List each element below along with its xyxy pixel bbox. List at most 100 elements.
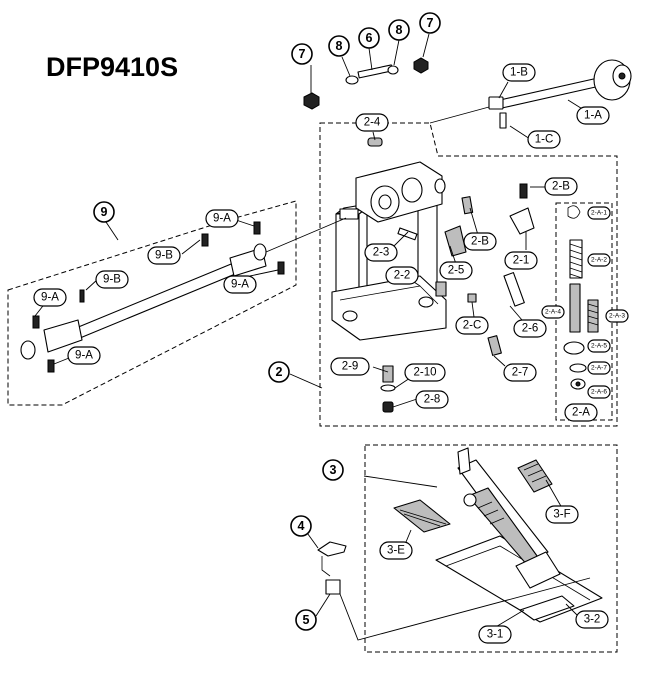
svg-text:2-3: 2-3: [373, 247, 390, 259]
svg-text:3-2: 3-2: [584, 614, 601, 626]
svg-text:9-B: 9-B: [155, 250, 173, 262]
callout-2-a: 2-A: [564, 403, 598, 422]
svg-text:9-B: 9-B: [103, 274, 121, 286]
callouts: 7 8 6 8 7 1-B 1-C 1-A 2-4 2-B 2-B 2-3 2-…: [33, 12, 610, 644]
svg-text:7: 7: [427, 16, 434, 30]
subpart-labels: 2-A-1 2-A-2 2-A-4 2-A-3 2-A-5 2-A-7 2-A-…: [541, 206, 629, 399]
svg-text:2-A-5: 2-A-5: [591, 343, 607, 350]
svg-text:2-B: 2-B: [552, 181, 570, 193]
callout-2-3: 2-3: [364, 243, 398, 262]
svg-text:2-1: 2-1: [513, 255, 530, 267]
model-title: DFP9410S: [46, 52, 178, 82]
svg-text:9-A: 9-A: [75, 350, 93, 362]
callout-9-a-left: 9-A: [33, 288, 67, 307]
svg-text:9-A: 9-A: [213, 213, 231, 225]
svg-text:1-A: 1-A: [584, 110, 602, 122]
callout-2-4: 2-4: [355, 113, 389, 132]
svg-text:8: 8: [396, 23, 403, 37]
callout-3-e: 3-E: [379, 541, 413, 560]
svg-text:1-B: 1-B: [510, 67, 528, 79]
callout-3: 3: [322, 459, 344, 481]
svg-text:3-E: 3-E: [387, 545, 405, 557]
callout-7-right: 7: [419, 12, 441, 34]
spring-assembly-2a: [563, 205, 599, 390]
callout-9-a-right: 9-A: [223, 275, 257, 294]
callout-2-2: 2-2: [385, 266, 419, 285]
group-9-box: [7, 200, 297, 406]
callout-2-b-right: 2-B: [544, 177, 578, 196]
footboard-assembly: [304, 447, 603, 641]
callout-1-b: 1-B: [502, 63, 536, 82]
svg-text:2-A-2: 2-A-2: [591, 257, 607, 264]
callout-9-b-lower: 9-B: [95, 270, 129, 289]
group-3-box: [364, 444, 618, 653]
callout-4: 4: [290, 515, 312, 537]
label-2-a-2: 2-A-2: [587, 253, 611, 267]
svg-text:8: 8: [336, 39, 343, 53]
svg-text:2-4: 2-4: [364, 117, 381, 129]
svg-text:5: 5: [303, 613, 310, 627]
svg-text:2-10: 2-10: [413, 367, 436, 379]
callout-9-a-top: 9-A: [205, 209, 239, 228]
svg-text:3-1: 3-1: [487, 629, 504, 641]
pedal-frame: [289, 131, 545, 413]
callout-5: 5: [295, 609, 317, 631]
svg-text:2-A-4: 2-A-4: [545, 309, 561, 316]
svg-text:2-A-7: 2-A-7: [591, 365, 607, 372]
beater-assembly: [429, 59, 632, 140]
top-hardware: [303, 33, 430, 110]
svg-text:2-6: 2-6: [522, 323, 539, 335]
callout-9-a-bottom: 9-A: [67, 346, 101, 365]
svg-text:2-8: 2-8: [424, 394, 441, 406]
label-2-a-1: 2-A-1: [587, 206, 611, 220]
svg-text:1-C: 1-C: [535, 134, 554, 146]
group-2a-box: [555, 202, 613, 421]
callout-8-left: 8: [328, 35, 350, 57]
callout-1-c: 1-C: [527, 130, 561, 149]
callout-6: 6: [358, 27, 380, 49]
callout-9-b-upper: 9-B: [147, 246, 181, 265]
svg-text:2-7: 2-7: [512, 367, 529, 379]
label-2-a-5: 2-A-5: [587, 339, 611, 353]
callout-2-8: 2-8: [415, 390, 449, 409]
svg-text:2-A-6: 2-A-6: [591, 389, 607, 396]
callout-7-left: 7: [291, 43, 313, 65]
drive-shaft-assembly: [20, 217, 347, 373]
svg-text:2-5: 2-5: [448, 265, 465, 277]
svg-text:2: 2: [276, 365, 283, 379]
callout-2-9: 2-9: [330, 357, 370, 376]
svg-text:9-A: 9-A: [231, 279, 249, 291]
svg-text:2-B: 2-B: [471, 236, 489, 248]
label-2-a-6: 2-A-6: [587, 385, 611, 399]
callout-3-2: 3-2: [575, 610, 609, 629]
callout-2-6: 2-6: [513, 319, 547, 338]
svg-text:2-9: 2-9: [342, 361, 359, 373]
callout-2-1: 2-1: [504, 251, 538, 270]
svg-text:3-F: 3-F: [553, 509, 570, 521]
svg-text:2-C: 2-C: [463, 320, 482, 332]
svg-text:2-A-3: 2-A-3: [609, 313, 625, 320]
group-2-box: [319, 122, 618, 427]
callout-2-7: 2-7: [503, 363, 537, 382]
callout-2: 2: [268, 361, 290, 383]
callout-2-10: 2-10: [404, 363, 446, 382]
svg-text:9: 9: [101, 205, 108, 219]
svg-text:2-A-1: 2-A-1: [591, 210, 607, 217]
callout-3-f: 3-F: [545, 505, 579, 524]
callout-2-c: 2-C: [455, 316, 489, 335]
svg-text:4: 4: [298, 519, 305, 533]
callout-8-right: 8: [388, 19, 410, 41]
svg-text:3: 3: [330, 463, 337, 477]
svg-text:2-2: 2-2: [394, 270, 411, 282]
callout-3-1: 3-1: [478, 625, 512, 644]
callout-1-a: 1-A: [576, 106, 610, 125]
callout-9: 9: [93, 201, 115, 223]
label-2-a-4: 2-A-4: [541, 305, 565, 319]
svg-text:2-A: 2-A: [572, 407, 590, 419]
callout-2-b-left: 2-B: [463, 232, 497, 251]
svg-text:7: 7: [299, 47, 306, 61]
svg-text:9-A: 9-A: [41, 292, 59, 304]
label-2-a-7: 2-A-7: [587, 361, 611, 375]
callout-2-5: 2-5: [439, 261, 473, 280]
